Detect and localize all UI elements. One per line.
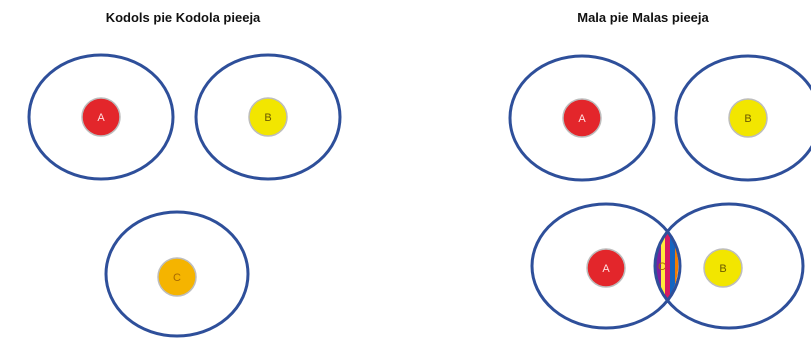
left-node-c bbox=[157, 257, 197, 297]
right-panel-title: Mala pie Malas pieeja bbox=[577, 10, 709, 25]
right-node-b-bottom-label: B bbox=[719, 263, 726, 275]
right-node-a-bottom bbox=[586, 248, 626, 288]
left-node-b bbox=[248, 97, 288, 137]
left-ring-b bbox=[194, 53, 342, 181]
right-panel: A B A B C bbox=[508, 54, 811, 330]
right-node-b-top-label: B bbox=[744, 113, 751, 125]
overlap-stripe bbox=[665, 230, 671, 300]
left-node-b-label: B bbox=[264, 112, 271, 124]
left-ring-a bbox=[27, 53, 175, 181]
left-node-a-label: A bbox=[97, 112, 105, 124]
right-ring-a-bottom bbox=[530, 202, 682, 330]
overlap-stripe bbox=[644, 225, 652, 305]
right-ring-a-top bbox=[508, 54, 656, 182]
right-node-a-bottom-label: A bbox=[602, 263, 610, 275]
overlap-stripe bbox=[675, 230, 679, 300]
left-node-a bbox=[81, 97, 121, 137]
overlap-stripe bbox=[670, 230, 676, 300]
right-node-a-top bbox=[562, 98, 602, 138]
left-panel: A B C bbox=[27, 53, 342, 338]
right-node-a-top-label: A bbox=[578, 113, 586, 125]
left-panel-title: Kodols pie Kodola pieeja bbox=[105, 10, 261, 25]
right-ring-b-top bbox=[674, 54, 811, 182]
overlap-stripe bbox=[661, 230, 666, 300]
right-ring-b-bottom bbox=[653, 202, 805, 330]
right-node-b-top bbox=[728, 98, 768, 138]
overlap-stripe bbox=[656, 230, 662, 300]
left-ring-c bbox=[104, 210, 250, 338]
right-node-c-label: C bbox=[658, 261, 666, 273]
left-node-c-label: C bbox=[173, 272, 181, 284]
right-node-b-bottom bbox=[703, 248, 743, 288]
